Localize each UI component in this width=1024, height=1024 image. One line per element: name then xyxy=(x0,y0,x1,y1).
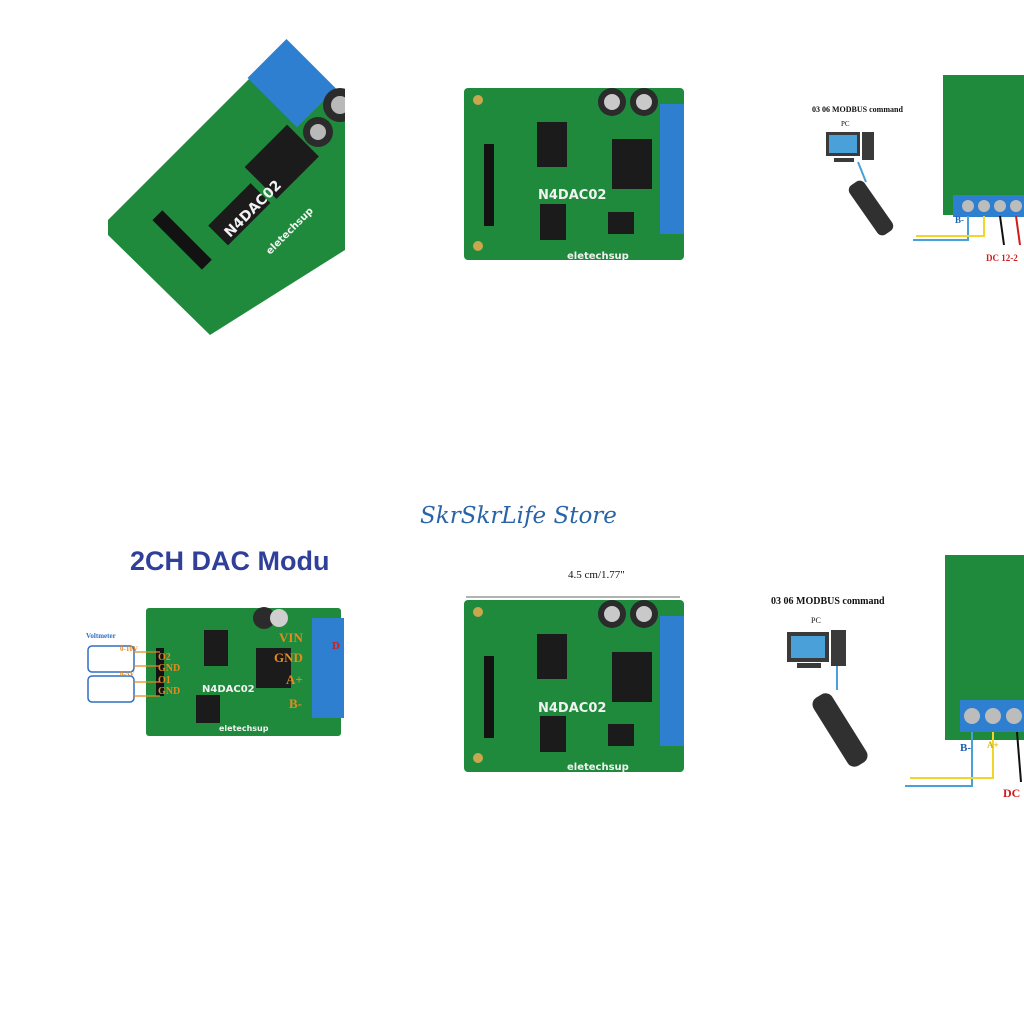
vin-label: VIN xyxy=(279,630,303,645)
b-minus-label: B- xyxy=(289,696,302,711)
top-brand-text: eletechsup xyxy=(567,251,629,262)
top-model-text: N4DAC02 xyxy=(538,188,606,203)
range-5v-label: 0-5V xyxy=(120,670,135,678)
modbus-top-graphic xyxy=(826,75,1024,246)
modbus-command-label-bottom: 03 06 MODBUS command xyxy=(771,596,885,607)
pc-label-bottom: PC xyxy=(811,616,821,625)
wiring-diagram: N4DAC02 eletechsup Voltmeter 0-10V 0-5V … xyxy=(84,600,344,740)
dimension-label: 4.5 cm/1.77" xyxy=(568,569,625,581)
photo-board-dimension: N4DAC02 eletechsup xyxy=(462,594,684,774)
modbus-bottom-graphic xyxy=(787,555,1024,787)
a-plus-label-bottom: A+ xyxy=(987,740,999,750)
board-dimension-graphic: N4DAC02 eletechsup xyxy=(464,596,684,773)
range-10v-label: 0-10V xyxy=(120,645,138,653)
dim-model-text: N4DAC02 xyxy=(538,701,606,716)
o2-label: O2 xyxy=(158,652,171,663)
gnd-label-2: GND xyxy=(158,686,181,697)
modbus-diagram-bottom: 03 06 MODBUS command PC B- A+ DC xyxy=(765,550,1024,800)
pc-label-top: PC xyxy=(841,120,850,128)
wiring-model-text: N4DAC02 xyxy=(202,684,255,695)
modbus-diagram-top: 03 06 MODBUS command PC B- DC 12-2 xyxy=(808,70,1024,270)
b-minus-label-top: B- xyxy=(955,215,964,225)
store-watermark: SkrSkrLife Store xyxy=(420,503,617,529)
b-minus-label-bottom: B- xyxy=(960,742,971,754)
wiring-brand-text: eletechsup xyxy=(219,724,269,733)
photo-rotated-board: N4DAC02 eletechsup xyxy=(100,20,345,335)
dc-partial-label: D xyxy=(332,640,340,652)
gnd-terminal-label: GND xyxy=(274,650,303,665)
power-label-top: DC 12-2 xyxy=(986,253,1018,263)
photo-board-top: N4DAC02 eletechsup xyxy=(462,84,684,262)
modbus-command-label-top: 03 06 MODBUS command xyxy=(812,105,903,114)
rotated-board-graphic: N4DAC02 eletechsup xyxy=(108,39,345,335)
dim-brand-text: eletechsup xyxy=(567,762,629,773)
gnd-label-1: GND xyxy=(158,663,181,674)
power-label-bottom: DC xyxy=(1003,786,1021,800)
a-plus-label: A+ xyxy=(286,672,303,687)
wiring-graphic: N4DAC02 eletechsup xyxy=(87,607,344,736)
o1-label: O1 xyxy=(158,675,171,686)
board-top-graphic: N4DAC02 eletechsup xyxy=(464,88,684,262)
headline-text: 2CH DAC Modu xyxy=(130,546,330,576)
voltmeter-label: Voltmeter xyxy=(86,632,116,640)
